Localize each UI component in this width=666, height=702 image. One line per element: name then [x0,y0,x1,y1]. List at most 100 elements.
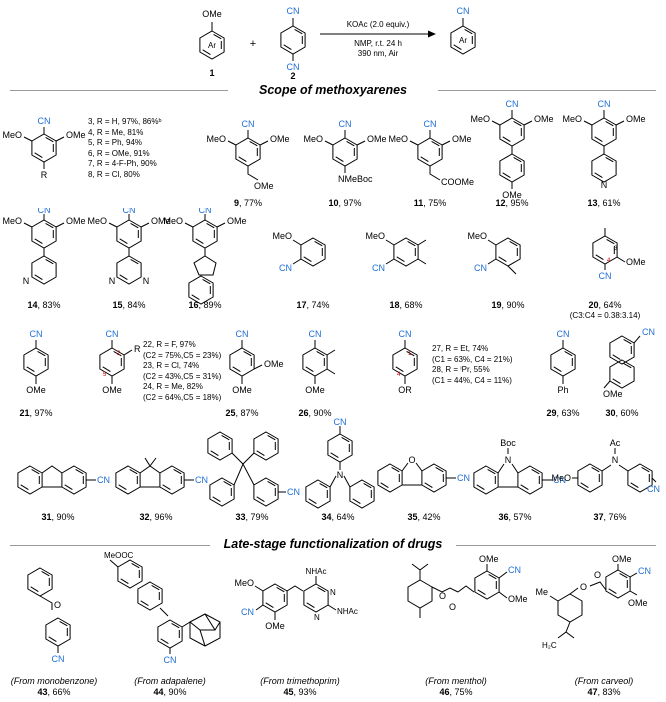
c22-r: R [134,344,141,354]
label-21: 21, 97% [19,408,53,418]
label-34: 34, 64% [321,512,355,522]
c16-cn: CN [199,208,212,215]
plus-sign: + [250,38,256,50]
conditions-light: 390 nm, Air [358,49,399,58]
reactant1-id: 1 [209,68,214,78]
c32-cn: CN [195,475,208,485]
c3-r: R [41,170,48,180]
reactant1-ring-label: Ar [208,41,216,50]
c31-cn: CN [97,475,110,485]
c10-meo: MeO [303,134,323,144]
c25-ome-meta: OMe [264,359,284,369]
label-17: 17, 74% [296,300,330,310]
c15-n1: N [109,276,116,286]
c17-cn: CN [279,263,292,273]
c19-meo: MeO [467,231,487,241]
c21-ome: OMe [26,385,46,395]
c18-meo: MeO [365,231,385,241]
c43-cn: CN [52,654,65,664]
drug-label-46: 46, 75% [439,687,473,697]
c34-cn: CN [334,418,347,427]
drug-source-47: (From carveol) [574,676,634,686]
scope-row-4-structures: CN CN CN CN N O C [17,418,660,509]
c15-ome: OMe [151,216,171,226]
c21-cn: CN [30,329,43,339]
c12-meo: MeO [470,114,490,124]
c47-h2c: H₂C [542,641,557,650]
c27-pos4: 4 [397,372,401,378]
product-cn: CN [457,6,470,16]
reactant2-top-cn: CN [287,6,300,16]
label-25: 25, 87% [225,408,259,418]
c33-cn: CN [287,487,300,497]
scope-rule-left [10,90,228,91]
label-31: 31, 90% [41,512,75,522]
drug-label-43: 43, 66% [37,687,71,697]
label-14: 14, 83% [27,300,61,310]
c46-o-carbonyl: O [449,602,456,612]
c9-ome: OMe [270,134,290,144]
c27-cn: CN [399,329,412,339]
c44-meooc: MeOOC [104,551,134,560]
label-18: 18, 68% [389,300,423,310]
c45-n2: N [314,613,320,622]
label-30: 30, 60% [605,408,639,418]
label-20: 20, 64% [588,300,622,310]
c34-n: N [337,470,344,480]
drug-source-44: (From adapalene) [134,676,206,686]
c13-ome: OMe [626,114,646,124]
c47-cn: CN [638,566,651,576]
label-10: 10, 97% [328,198,362,208]
late-rule-left [10,545,210,546]
label-13: 13, 61% [587,198,621,208]
c13-meo: MeO [562,114,582,124]
c15-cn: CN [123,208,136,215]
c9-meo: MeO [206,134,226,144]
reactant2-bottom-cn: CN [287,62,300,72]
label-29: 29, 63% [546,408,580,418]
c16-ome: OMe [227,216,247,226]
scope-row-1-structures: CN MeO OMe R CN MeO OMe OMe CN MeO OMe N… [2,99,646,200]
c16-meo: MeO [163,216,183,226]
c36-boc: Boc [500,438,516,448]
scope-rule-right [438,90,656,91]
c22-cn: CN [106,329,119,339]
label-35: 35, 42% [407,512,441,522]
c47-o-ester: O [580,582,587,592]
c47-ome-top: OMe [612,554,632,564]
reaction-scheme: OMe Ar 1 + CN CN 2 KOAc (2.0 equiv.) NMP… [199,6,476,81]
c25-cn: CN [236,329,249,339]
conditions-reagent: KOAc (2.0 equiv.) [347,20,410,29]
label-9: 9, 77% [233,198,263,208]
c15-meo: MeO [87,216,107,226]
c37-meo: MeO [551,473,571,483]
drug-source-43: (From monobenzone) [10,676,98,686]
r-list-27-28: 27, R = Et, 74%(C1 = 63%, C4 = 21%)28, R… [432,344,513,385]
late-rule-right [456,545,656,546]
c9-ome-ch2: OMe [254,181,274,191]
drug-label-47: 47, 83% [587,687,621,697]
c20-cn: CN [599,271,612,281]
c30-cn: CN [642,327,655,337]
drug-label-44: 44, 90% [153,687,187,697]
c15-n2: N [143,276,150,286]
c27-or: OR [398,385,412,395]
label-15: 15, 84% [112,300,146,310]
c20-pos4: 4 [607,258,611,264]
c13-n: N [601,180,608,190]
c10-cn: CN [339,119,352,129]
c25-ome-para: OMe [232,385,252,395]
c45-ome: OMe [265,621,285,631]
c13-cn: CN [598,99,611,109]
c47-me: Me [535,587,548,597]
c35-o: O [408,455,415,465]
c3-meo: MeO [2,130,22,140]
r-list-22-24: 22, R = F, 97%(C2 = 75%,C5 = 23%)23, R =… [143,340,222,402]
c29-cn: CN [557,329,570,339]
c46-cn: CN [508,565,521,575]
c46-o-ester: O [439,591,446,601]
scope-row-3-structures: CN OMe CN R OMe 2 5 CN OMe OMe CN OMe CN… [23,327,655,399]
c47-o-carbonyl: O [594,570,601,580]
c11-coome: COOMe [441,177,474,187]
